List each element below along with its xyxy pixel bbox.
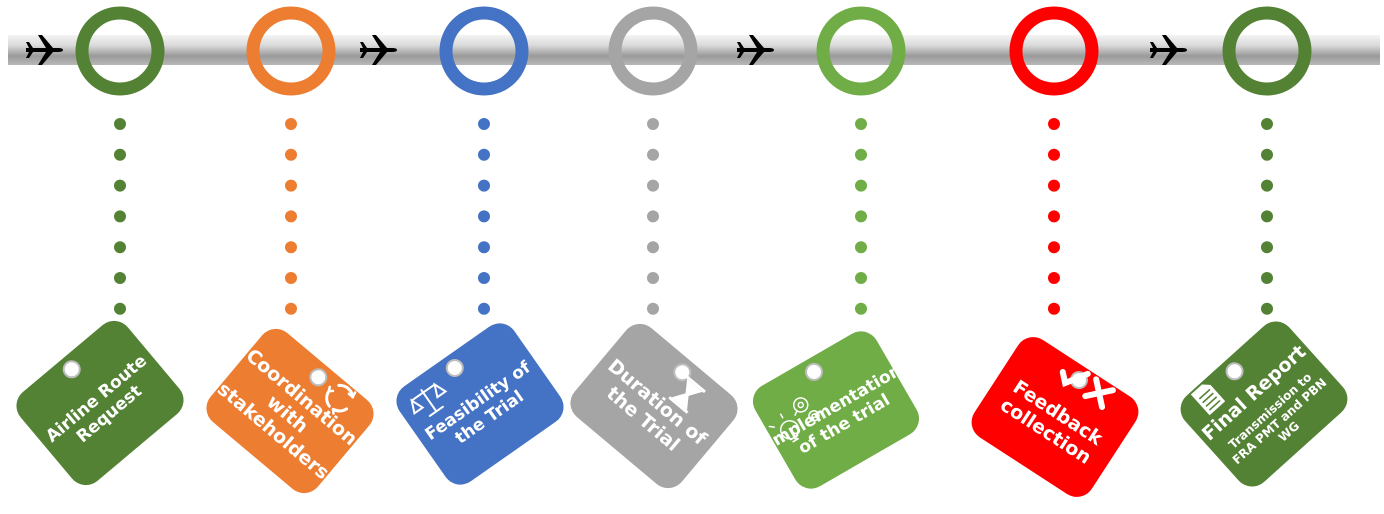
connector-dot — [1261, 241, 1273, 254]
step-ring — [439, 6, 529, 96]
circular-arrows-icon — [325, 383, 357, 415]
dotted-connector — [855, 118, 867, 315]
connector-dot — [1048, 302, 1060, 315]
step-ring — [1222, 6, 1312, 96]
connector-dot — [1261, 148, 1273, 161]
tag-body — [1180, 321, 1348, 487]
connector-dot — [855, 148, 867, 161]
tag-hole — [62, 360, 81, 379]
tag-hole — [309, 368, 328, 387]
connector-dot — [1048, 241, 1060, 254]
tag-hole — [805, 362, 823, 381]
connector-dot — [855, 179, 867, 192]
connector-dot — [285, 272, 297, 284]
connector-dot — [1048, 272, 1060, 284]
connector-dot — [285, 241, 297, 254]
connector-dot — [1048, 179, 1060, 192]
connector-dot — [285, 179, 297, 192]
connector-dot — [1261, 272, 1273, 284]
tag-body — [206, 328, 374, 494]
connector-dot — [114, 148, 126, 161]
connector-dot — [647, 118, 659, 130]
connector-dot — [855, 272, 867, 284]
connector-dot — [647, 272, 659, 284]
connector-dot — [855, 118, 867, 130]
connector-dot — [478, 272, 490, 284]
step-ring — [75, 6, 165, 96]
connector-dot — [1048, 210, 1060, 223]
step-ring — [246, 6, 336, 96]
connector-dot — [478, 241, 490, 254]
connector-dot — [1048, 118, 1060, 130]
dotted-connector — [647, 118, 659, 315]
connector-dot — [478, 302, 490, 315]
connector-dot — [1261, 210, 1273, 223]
connector-dot — [855, 302, 867, 315]
connector-dot — [114, 179, 126, 192]
connector-dot — [285, 148, 297, 161]
connector-dot — [114, 241, 126, 254]
dotted-connector — [114, 118, 126, 315]
connector-dot — [1261, 179, 1273, 192]
dotted-connector — [478, 118, 490, 315]
document-icon — [1190, 384, 1226, 416]
connector-dot — [478, 148, 490, 161]
connector-dot — [855, 241, 867, 254]
connector-dot — [114, 272, 126, 284]
connector-dot — [647, 210, 659, 223]
scales-icon — [410, 382, 448, 417]
tag-body — [16, 320, 184, 486]
connector-dot — [1261, 118, 1273, 130]
connector-dot — [114, 210, 126, 223]
step-ring — [816, 6, 906, 96]
connector-dot — [647, 241, 659, 254]
connector-dot — [478, 210, 490, 223]
tag-body — [396, 323, 564, 485]
connector-dot — [855, 210, 867, 223]
connector-dot — [478, 179, 490, 192]
dotted-connector — [285, 118, 297, 315]
connector-dot — [114, 118, 126, 130]
connector-dot — [114, 302, 126, 315]
tag-hole — [445, 358, 464, 377]
tag-body — [752, 331, 920, 489]
connector-dot — [285, 302, 297, 315]
connector-dot — [285, 118, 297, 130]
connector-dot — [1261, 302, 1273, 315]
gears-lightbulb-icon — [768, 397, 820, 443]
connector-dot — [647, 179, 659, 192]
dotted-connector — [1048, 118, 1060, 315]
step-ring — [1009, 6, 1099, 96]
hourglass-icon — [668, 375, 706, 414]
connector-dot — [647, 148, 659, 161]
dotted-connector — [1261, 118, 1273, 315]
step-ring — [608, 6, 698, 96]
connector-dot — [1048, 148, 1060, 161]
tag-body — [570, 323, 738, 489]
connector-dot — [478, 118, 490, 130]
tag-hole — [1225, 362, 1244, 381]
connector-dot — [647, 302, 659, 315]
check-cross-icon — [1059, 368, 1116, 411]
connector-dot — [285, 210, 297, 223]
